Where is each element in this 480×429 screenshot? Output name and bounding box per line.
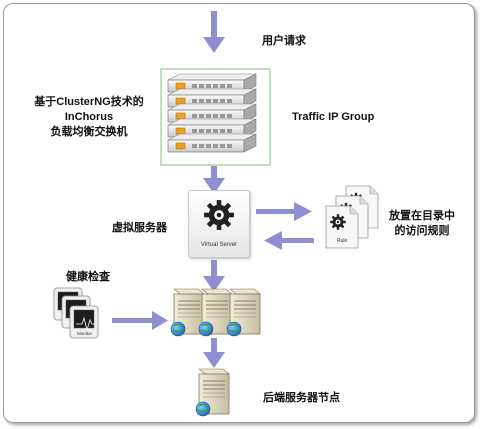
arrow-virtual-server-to-servers [203,260,225,292]
arrow-user-to-switch [203,11,225,53]
traffic-ip-group-label: Traffic IP Group [292,111,375,123]
server-cluster-icon [170,288,261,337]
virtual-server-caption: Virtual Server [200,242,238,248]
health-check-label: 健康检查 [66,271,110,283]
health-monitor-icon: Monitor [53,287,99,339]
virtual-server-icon: Virtual Server [188,190,250,258]
lb-switch-label-line3: 负载均衡交换机 [50,126,128,138]
backend-nodes-label: 后端服务器节点 [263,392,340,404]
switch-unit [167,133,257,153]
arrow-servers-to-backend-node [203,338,225,368]
gear-icon [204,200,234,230]
rules-label-line1: 放置在目录中 [389,210,455,222]
lb-switch-label: 基于ClusterNG技术的 InChorus 负载均衡交换机 [30,95,148,140]
arrow-switch-to-virtual-server [203,166,225,194]
switch-unit [167,88,257,108]
user-request-label: 用户请求 [262,35,306,47]
rules-icon: Rule [325,185,379,249]
arrow-rules-to-virtual-server [264,231,314,250]
lb-switch-label-line1: 基于ClusterNG技术的 [34,96,144,108]
arrow-health-check-to-servers [112,311,168,330]
load-balancer-switch-icon [160,68,271,166]
arrow-virtual-server-to-rules [256,202,312,221]
rule-caption: Rule [337,238,348,244]
rules-label-line2: 的访问规则 [394,225,450,237]
rules-label: 放置在目录中 的访问规则 [383,209,461,239]
monitor-caption: Monitor [77,331,93,336]
lb-switch-label-line2: InChorus [64,111,114,123]
virtual-server-label: 虚拟服务器 [112,222,167,234]
backend-server-node-icon [195,368,230,417]
